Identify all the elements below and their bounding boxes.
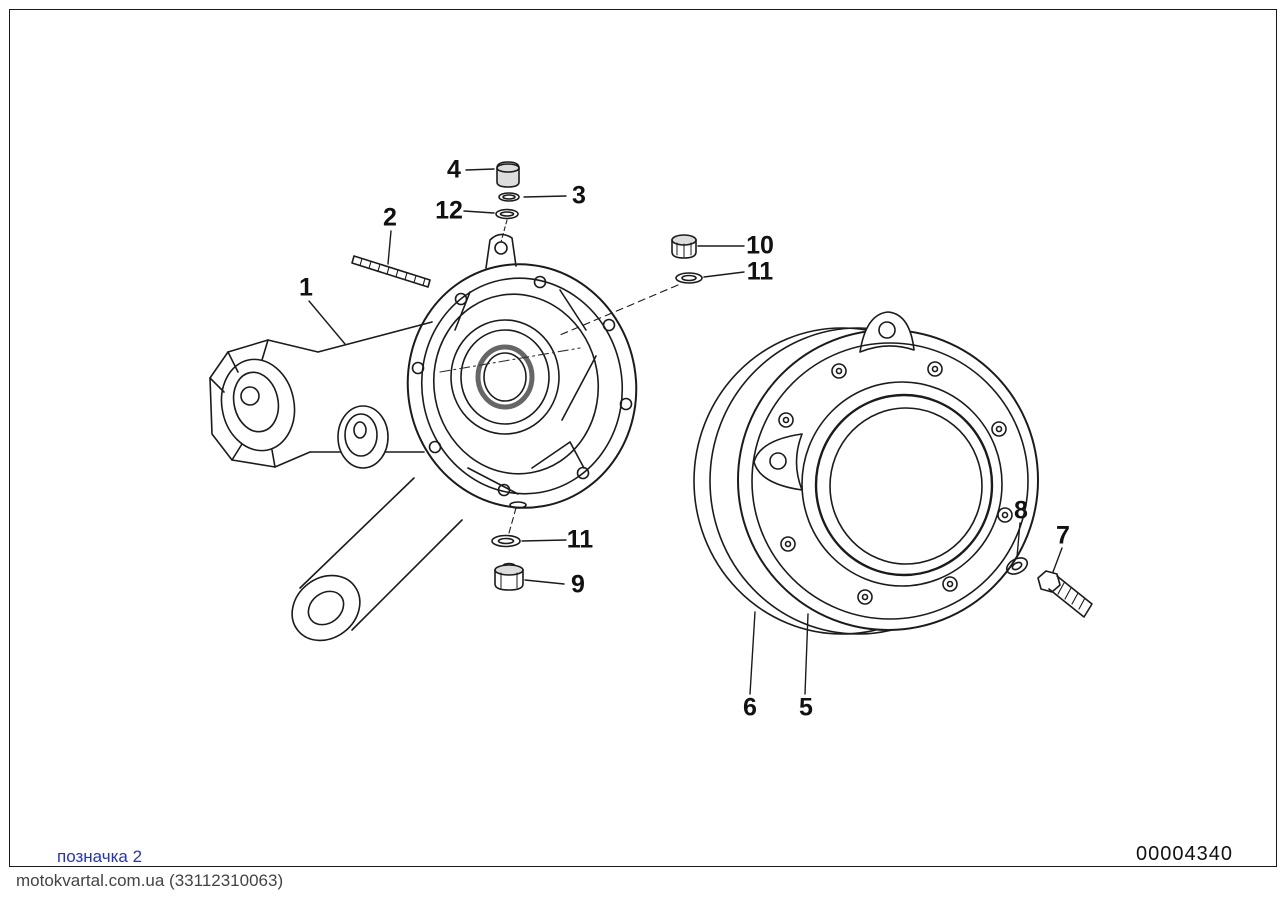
leader-lines xyxy=(308,168,1063,695)
filler-plug-and-washer xyxy=(559,234,703,336)
callout-6: 6 xyxy=(743,693,757,722)
callout-2: 2 xyxy=(383,203,397,232)
callout-11-upper: 11 xyxy=(746,257,774,286)
callout-7: 7 xyxy=(1056,521,1070,550)
callout-3: 3 xyxy=(572,181,586,210)
callout-4: 4 xyxy=(447,155,461,184)
bolt-and-washer xyxy=(1005,557,1093,618)
callout-10: 10 xyxy=(746,231,774,260)
callout-12: 12 xyxy=(435,196,463,225)
footer-link[interactable]: позначка 2 xyxy=(57,847,143,866)
callout-9: 9 xyxy=(571,570,585,599)
watermark-text: motokvartal.com.ua (33112310063) xyxy=(16,871,284,890)
callout-8: 8 xyxy=(1014,496,1028,525)
stud xyxy=(351,255,431,288)
catalog-number: 00004340 xyxy=(1136,843,1233,865)
housing-cover xyxy=(737,311,1039,631)
drain-plug-and-washer xyxy=(491,507,524,591)
final-drive-housing xyxy=(209,233,638,642)
vent-cap-and-rings xyxy=(495,161,520,243)
callout-1: 1 xyxy=(299,273,313,302)
callout-5: 5 xyxy=(799,693,813,722)
callout-11-lower: 11 xyxy=(566,525,594,554)
